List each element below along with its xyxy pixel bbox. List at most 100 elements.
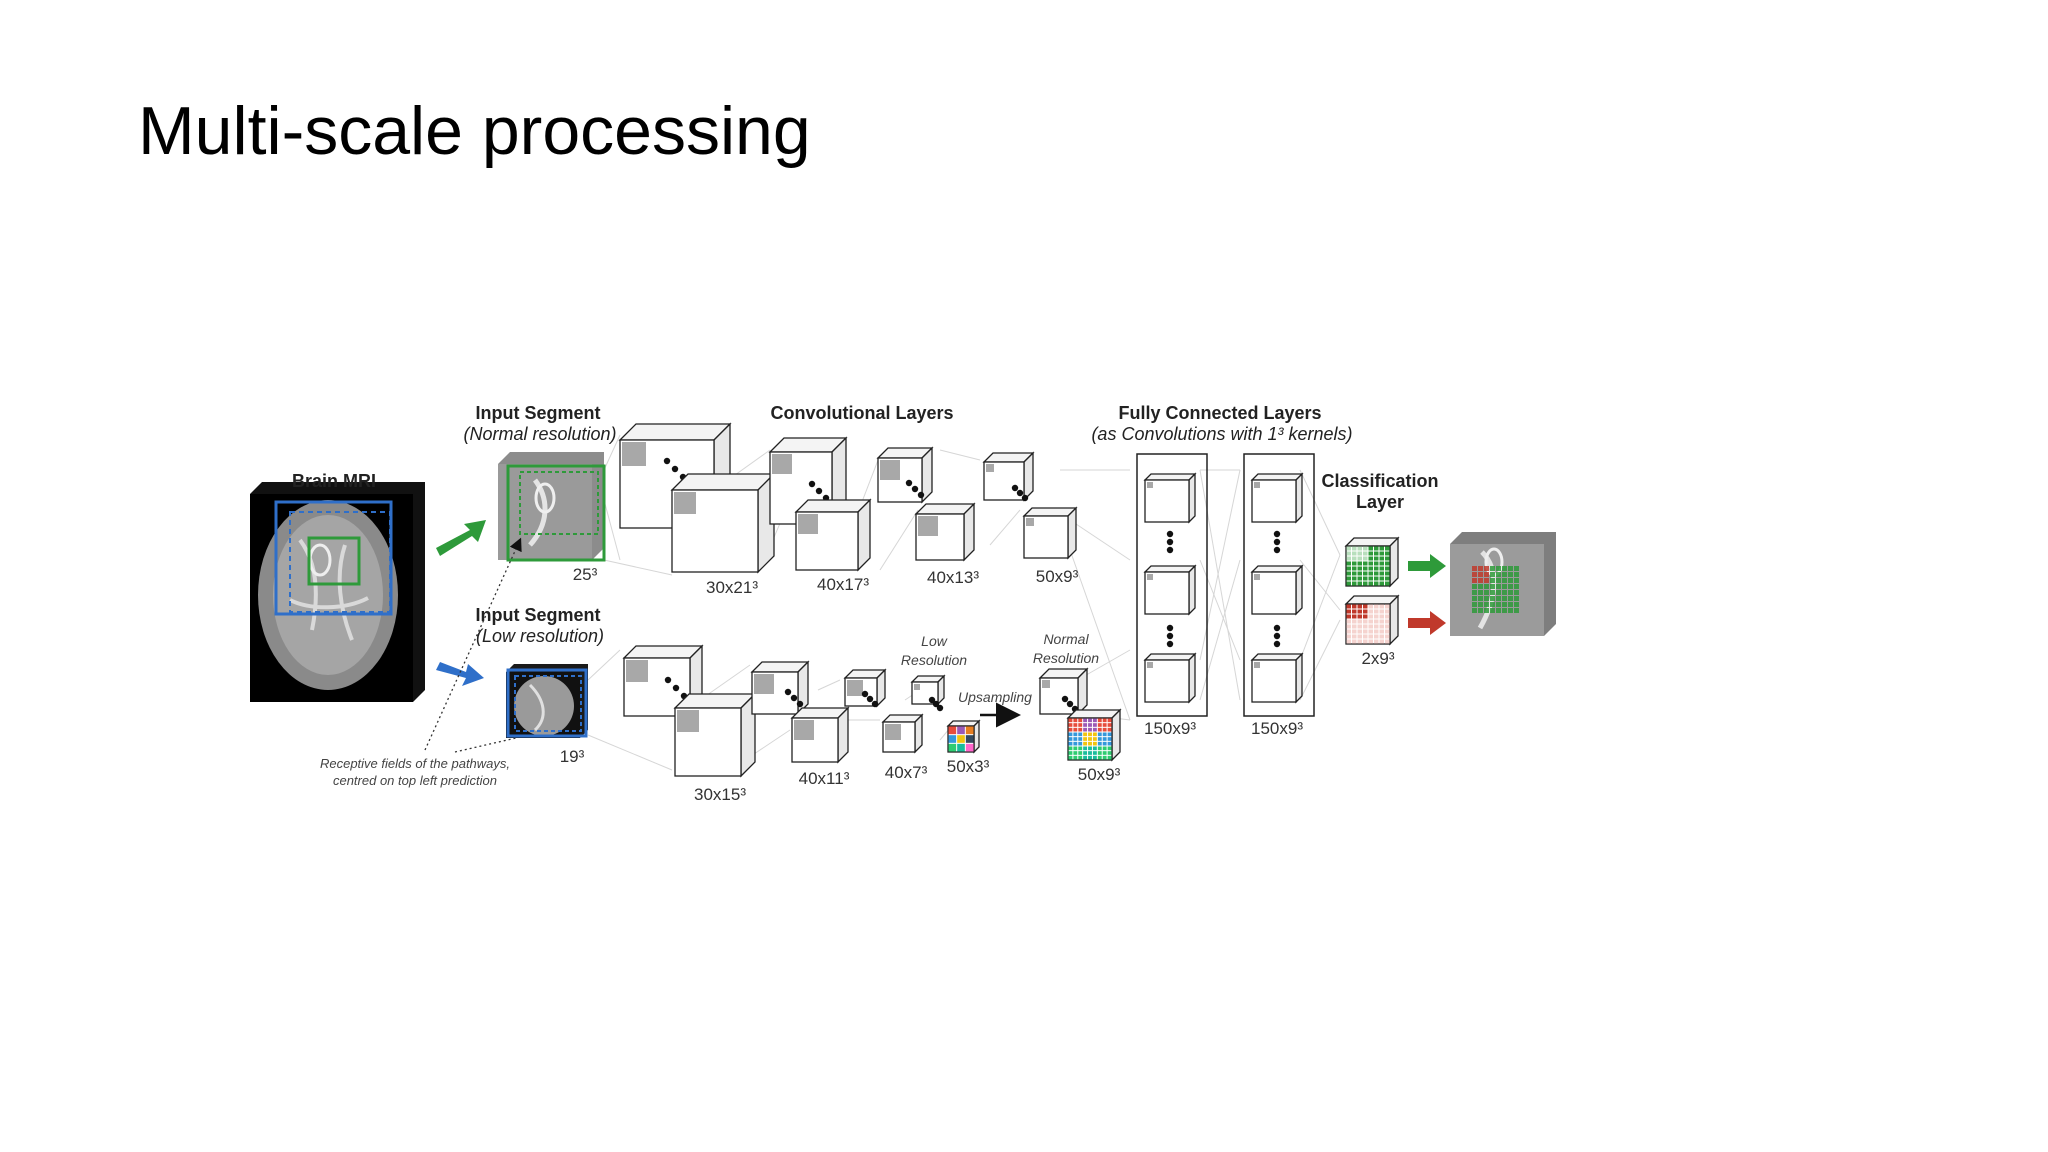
dim-input-low: 19³ — [560, 747, 585, 766]
grid-cell — [1385, 546, 1390, 551]
dim-l2: 40x11³ — [799, 769, 850, 788]
grid-cell — [1092, 727, 1097, 732]
output-cell — [1514, 578, 1519, 583]
output-cell — [1508, 578, 1513, 583]
grid-cell — [1379, 609, 1384, 614]
grid-cell — [1379, 629, 1384, 634]
output-cell — [1496, 602, 1501, 607]
dim-input-normal: 25³ — [573, 565, 598, 584]
output-cell — [1478, 590, 1483, 595]
grid-cell — [1352, 556, 1357, 561]
grid-cell — [1102, 737, 1107, 741]
output-cell — [1478, 584, 1483, 589]
grid-cell — [1374, 639, 1379, 644]
input-normal-title: Input Segment — [476, 403, 601, 423]
dim-n4: 50x9³ — [1036, 567, 1079, 586]
grid-cell — [1368, 561, 1373, 566]
grid-cell — [948, 726, 957, 735]
grid-cell — [1083, 723, 1088, 727]
dim-l1: 30x15³ — [694, 785, 746, 804]
grid-cell — [1083, 751, 1088, 755]
grid-cell — [1357, 546, 1362, 551]
grid-cell — [1102, 727, 1107, 732]
grid-cell — [1073, 723, 1078, 727]
cube-l4b-grid — [946, 719, 981, 754]
fc1-dots-1 — [1166, 530, 1174, 554]
dim-n2: 40x17³ — [817, 575, 869, 594]
output-cell — [1502, 596, 1507, 601]
cube-l4a — [910, 674, 946, 706]
fc1-cube-1 — [1143, 472, 1197, 524]
grid-cell — [1092, 732, 1097, 737]
grid-cell — [1078, 718, 1083, 723]
output-cell — [1508, 602, 1513, 607]
grid-cell — [1068, 755, 1073, 760]
output-cell — [1496, 578, 1501, 583]
grid-cell — [1374, 609, 1379, 614]
grid-cell — [1092, 737, 1097, 741]
grid-cell — [1363, 571, 1368, 576]
grid-cell — [1352, 576, 1357, 581]
cube-n4a — [982, 451, 1035, 502]
grid-cell — [1078, 746, 1083, 751]
grid-cell — [1357, 619, 1362, 624]
output-cell — [1478, 608, 1483, 613]
output-cell — [1490, 584, 1495, 589]
grid-cell — [1357, 551, 1362, 556]
grid-cell — [1097, 755, 1102, 760]
grid-cell — [1088, 737, 1092, 741]
output-cell — [1484, 608, 1489, 613]
dots-l2 — [784, 688, 804, 708]
fc2-frame — [1243, 453, 1315, 717]
grid-cell — [1379, 581, 1384, 586]
cube-n3a — [876, 446, 934, 504]
grid-cell — [1073, 732, 1078, 737]
grid-cell — [1068, 732, 1073, 737]
grid-cell — [1374, 581, 1379, 586]
output-cell — [1496, 566, 1501, 571]
dots-l4 — [928, 696, 944, 712]
grid-cell — [1073, 746, 1078, 751]
classification-label-1: Classification — [1321, 471, 1438, 491]
grid-cell — [1068, 741, 1073, 746]
grid-cell — [1102, 755, 1107, 760]
grid-cell — [1107, 737, 1112, 741]
grid-cell — [1346, 571, 1351, 576]
cube-l2b — [790, 706, 850, 764]
slide-title: Multi-scale processing — [138, 93, 811, 169]
grid-cell — [1363, 581, 1368, 586]
grid-cell — [1073, 751, 1078, 755]
low-res-label-2: Resolution — [901, 652, 967, 668]
output-cell — [1472, 590, 1477, 595]
output-cell — [1478, 602, 1483, 607]
grid-cell — [1352, 619, 1357, 624]
grid-cell — [1097, 746, 1102, 751]
cube-n2b — [794, 498, 872, 572]
output-cell — [1478, 578, 1483, 583]
output-cell — [1496, 596, 1501, 601]
grid-cell — [1107, 741, 1112, 746]
blue-arrow — [436, 662, 484, 686]
grid-cell — [1107, 755, 1112, 760]
grid-cell — [1368, 566, 1373, 571]
dim-fc1: 150x9³ — [1144, 719, 1196, 738]
grid-cell — [1357, 629, 1362, 634]
grid-cell — [1374, 556, 1379, 561]
output-cell — [1490, 590, 1495, 595]
grid-cell — [1368, 634, 1373, 639]
grid-cell — [1097, 718, 1102, 723]
grid-cell — [1374, 566, 1379, 571]
output-cell — [1472, 566, 1477, 571]
grid-cell — [1368, 624, 1373, 629]
grid-cell — [948, 735, 957, 743]
grid-cell — [1363, 634, 1368, 639]
grid-cell — [1073, 727, 1078, 732]
output-cell — [1502, 566, 1507, 571]
grid-cell — [1346, 629, 1351, 634]
fc1-cube-3 — [1143, 652, 1197, 704]
normal-res-label-2: Resolution — [1033, 650, 1099, 666]
fc-layers-title: Fully Connected Layers — [1118, 403, 1321, 423]
grid-cell — [1352, 551, 1357, 556]
output-cell — [1478, 566, 1483, 571]
